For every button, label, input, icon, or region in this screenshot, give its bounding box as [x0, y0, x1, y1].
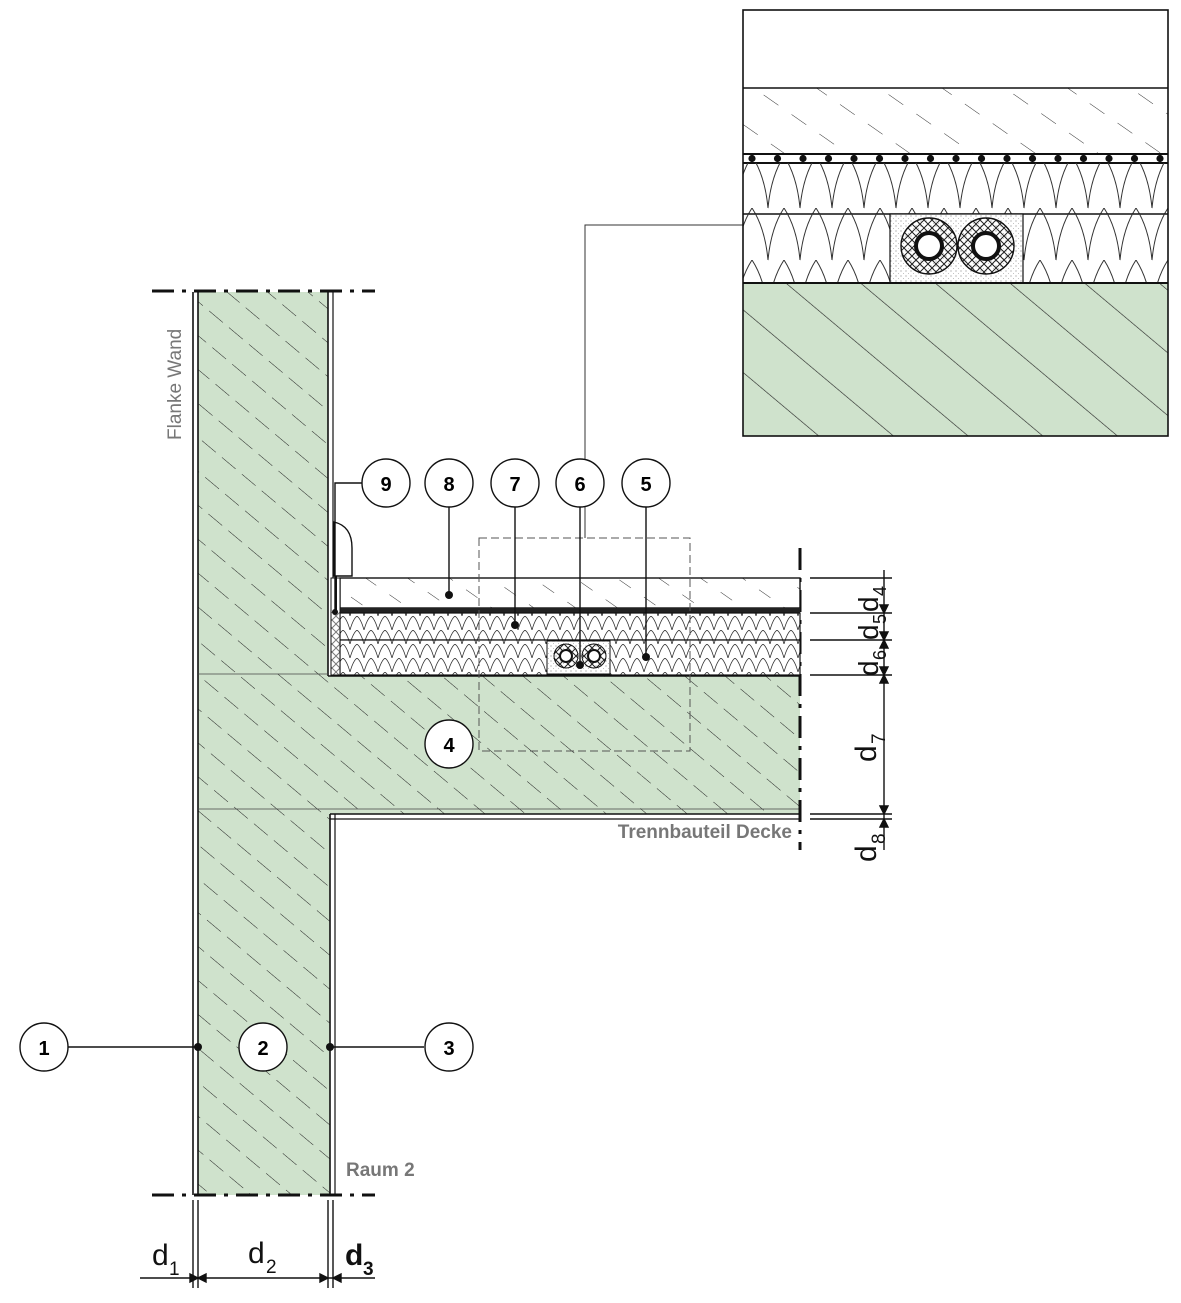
detail-frame — [478, 537, 691, 752]
separating-ceiling-label: Trennbauteil Decke — [618, 822, 792, 843]
dim-d1-base: d — [152, 1239, 169, 1272]
membrane-dot — [1130, 154, 1139, 163]
dim-d5: d 5 — [853, 614, 890, 640]
marker-1-label: 1 — [38, 1038, 49, 1060]
dim-d1: d 1 — [152, 1239, 180, 1280]
marker-1: 1 — [19, 1022, 69, 1072]
marker-9: 9 — [361, 458, 411, 508]
dim-d4-base: d — [853, 596, 884, 612]
marker-8: 8 — [424, 458, 474, 508]
membrane-dot — [1003, 154, 1011, 163]
dim-d3-sub: 3 — [363, 1259, 374, 1280]
membrane-dot — [1079, 154, 1088, 163]
membrane-dot — [875, 154, 884, 163]
marker-2-label: 2 — [257, 1038, 268, 1060]
dim-d8-sub: 8 — [869, 833, 890, 844]
membrane-dot — [824, 154, 833, 163]
marker-4-label: 4 — [443, 735, 455, 757]
membrane-dot — [748, 154, 756, 163]
membrane-dot — [1054, 154, 1062, 163]
dim-d3-base: d — [345, 1239, 363, 1272]
marker-6-label: 6 — [574, 474, 585, 496]
membrane-dots — [748, 154, 1164, 163]
dim-d5-base: d — [853, 624, 884, 640]
dim-d4-sub: 4 — [870, 586, 890, 596]
membrane-dot — [1028, 154, 1037, 163]
membrane-dot — [1156, 154, 1164, 163]
concrete-wall — [192, 292, 800, 1195]
dim-d7-base: d — [850, 745, 883, 762]
dim-d2: d 2 — [248, 1237, 277, 1278]
membrane-dot — [977, 154, 986, 163]
marker-9-label: 9 — [380, 474, 391, 496]
dim-d6-sub: 6 — [870, 650, 890, 660]
room2-label: Raum 2 — [346, 1160, 415, 1181]
markers: 9 8 7 6 5 4 1 2 — [19, 458, 671, 1072]
marker-3-label: 3 — [443, 1038, 454, 1060]
dim-d7-sub: 7 — [869, 733, 890, 744]
floor-layers — [330, 521, 801, 676]
membrane-dot — [799, 154, 807, 163]
dim-d2-sub: 2 — [266, 1257, 277, 1278]
membrane-dot — [952, 154, 960, 163]
membrane-dot — [1105, 154, 1113, 163]
dim-d4: d 4 — [853, 586, 890, 612]
dim-d2-base: d — [248, 1237, 265, 1270]
dim-d8: d 8 — [850, 833, 890, 862]
dim-d5-sub: 5 — [870, 614, 890, 624]
right-dimensions — [810, 570, 892, 850]
dim-d3: d 3 — [345, 1239, 374, 1280]
marker-7-label: 7 — [509, 474, 520, 496]
marker-5: 5 — [621, 458, 671, 508]
marker-3: 3 — [424, 1022, 474, 1072]
dim-d6-base: d — [853, 660, 884, 676]
dim-d6: d 6 — [853, 650, 890, 676]
marker-6: 6 — [555, 458, 605, 508]
marker-7: 7 — [490, 458, 540, 508]
dim-d7: d 7 — [850, 733, 890, 762]
bottom-dimensions — [140, 1200, 375, 1288]
dim-d8-base: d — [850, 845, 883, 862]
flank-wall-label: Flanke Wand — [165, 329, 186, 440]
detail-inset — [742, 9, 1169, 437]
membrane-dot — [773, 154, 782, 163]
membrane-dot — [901, 154, 909, 163]
membrane-dot — [926, 154, 935, 163]
marker-8-label: 8 — [443, 474, 454, 496]
membrane-dot — [850, 154, 858, 163]
detail-leader — [584, 224, 743, 538]
dim-d1-sub: 1 — [169, 1259, 180, 1280]
marker-5-label: 5 — [640, 474, 651, 496]
marker-2: 2 — [238, 1022, 288, 1072]
marker-4: 4 — [424, 719, 474, 769]
